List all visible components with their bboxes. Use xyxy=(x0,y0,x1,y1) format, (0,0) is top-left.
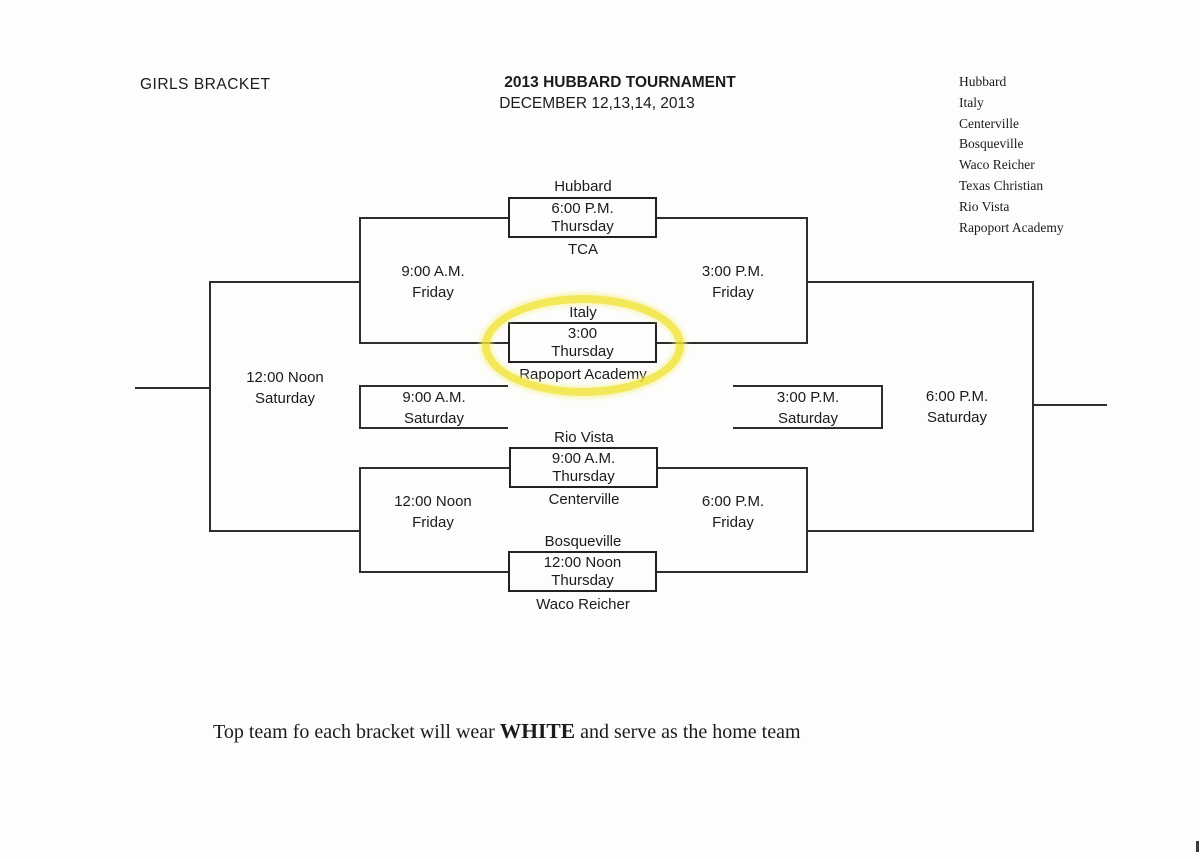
game1-day: Thursday xyxy=(551,217,614,235)
connector-line xyxy=(806,467,808,573)
game1-top-team: Hubbard xyxy=(554,178,612,195)
connector-line xyxy=(359,571,508,573)
label-left-semifinal-top: 9:00 A.M. Friday xyxy=(401,261,464,303)
connector-line xyxy=(359,467,510,469)
game3-day: Thursday xyxy=(552,467,615,485)
label-right-semi-top: 3:00 P.M. Friday xyxy=(702,261,764,303)
game3-box: 9:00 A.M. Thursday xyxy=(509,447,658,488)
team-list-item: Waco Reicher xyxy=(959,157,1035,173)
team-list-item: Centerville xyxy=(959,115,1019,131)
game3-top-team: Rio Vista xyxy=(554,429,614,446)
label-time: 3:00 P.M. xyxy=(776,389,840,406)
connector-line xyxy=(806,530,1034,532)
label-day: Saturday xyxy=(777,410,839,427)
connector-line xyxy=(806,281,1034,283)
footnote-emphasis: WHITE xyxy=(499,719,576,743)
game4-bottom-team: Waco Reicher xyxy=(536,596,630,613)
connector-line xyxy=(1032,281,1034,532)
game4-day: Thursday xyxy=(551,571,614,589)
connector-line xyxy=(209,530,361,532)
team-list-item: Italy xyxy=(959,94,984,110)
label-left-saturday-game: 9:00 A.M. Saturday xyxy=(402,387,465,429)
game1-box: 6:00 P.M. Thursday xyxy=(508,197,657,238)
team-list-item: Hubbard xyxy=(959,74,1007,89)
label-left-semifinal-bottom: 12:00 Noon Friday xyxy=(394,491,472,533)
team-list-item: Rapoport Academy xyxy=(959,219,1064,235)
connector-line xyxy=(359,427,508,429)
connector-line xyxy=(359,217,361,344)
label-right-saturday-game: 3:00 P.M. Saturday xyxy=(777,387,839,429)
footnote-prefix: Top team fo each bracket will wear xyxy=(213,721,500,743)
label-time: 3:00 P.M. xyxy=(701,263,765,280)
game4-top-team: Bosqueville xyxy=(544,533,622,550)
label-time: 9:00 A.M. xyxy=(402,389,466,406)
girls-bracket-label: GIRLS BRACKET xyxy=(140,76,271,93)
connector-line xyxy=(209,281,361,283)
game1-bottom-team: TCA xyxy=(568,241,598,258)
label-day: Friday xyxy=(412,514,454,531)
label-day: Friday xyxy=(712,284,754,301)
tournament-title: 2013 HUBBARD TOURNAMENT xyxy=(504,74,736,91)
connector-line xyxy=(657,571,807,573)
game2-box: 3:00 Thursday xyxy=(508,322,657,363)
connector-line xyxy=(209,281,211,532)
team-list-item: Texas Christian xyxy=(959,177,1044,193)
connector-line xyxy=(806,217,808,344)
game2-time: 3:00 xyxy=(567,324,598,342)
label-time: 6:00 P.M. xyxy=(701,493,765,510)
label-time: 12:00 Noon xyxy=(246,369,324,386)
game2-day: Thursday xyxy=(551,342,614,360)
label-right-final: 6:00 P.M. Saturday xyxy=(926,386,988,428)
label-day: Saturday xyxy=(926,409,988,426)
game1-time: 6:00 P.M. xyxy=(551,199,614,217)
label-day: Saturday xyxy=(254,390,316,407)
connector-line xyxy=(733,427,883,429)
footnote: Top team fo each bracket will wear WHITE… xyxy=(213,719,801,744)
connector-line xyxy=(657,342,807,344)
team-list-item: Rio Vista xyxy=(959,198,1010,214)
game4-box: 12:00 Noon Thursday xyxy=(508,551,657,592)
label-day: Saturday xyxy=(403,410,465,427)
connector-line xyxy=(881,385,883,429)
connector-line xyxy=(359,385,508,387)
champion-line xyxy=(135,387,211,389)
connector-line xyxy=(658,467,807,469)
team-list: Hubbard Italy Centerville Bosqueville Wa… xyxy=(959,72,1064,238)
game2-top-team: Italy xyxy=(569,304,597,321)
connector-line xyxy=(359,342,508,344)
label-time: 6:00 P.M. xyxy=(925,388,989,405)
scan-artifact xyxy=(1196,841,1199,852)
label-day: Friday xyxy=(412,284,454,301)
game3-bottom-team: Centerville xyxy=(548,491,620,508)
label-day: Friday xyxy=(712,514,754,531)
label-time: 12:00 Noon xyxy=(394,493,472,510)
champion-line xyxy=(1032,404,1107,406)
connector-line xyxy=(359,217,508,219)
connector-line xyxy=(657,217,807,219)
connector-line xyxy=(733,385,883,387)
label-right-semi-bottom: 6:00 P.M. Friday xyxy=(702,491,764,533)
team-list-item: Bosqueville xyxy=(959,136,1024,152)
game3-time: 9:00 A.M. xyxy=(551,449,616,467)
game2-bottom-team: Rapoport Academy xyxy=(519,366,647,383)
label-time: 9:00 A.M. xyxy=(401,263,465,280)
label-championship-left: 12:00 Noon Saturday xyxy=(246,367,324,409)
tournament-dates: DECEMBER 12,13,14, 2013 xyxy=(499,95,695,112)
connector-line xyxy=(359,385,361,429)
footnote-suffix: and serve as the home team xyxy=(575,721,801,743)
game4-time: 12:00 Noon xyxy=(543,553,622,571)
connector-line xyxy=(359,467,361,573)
